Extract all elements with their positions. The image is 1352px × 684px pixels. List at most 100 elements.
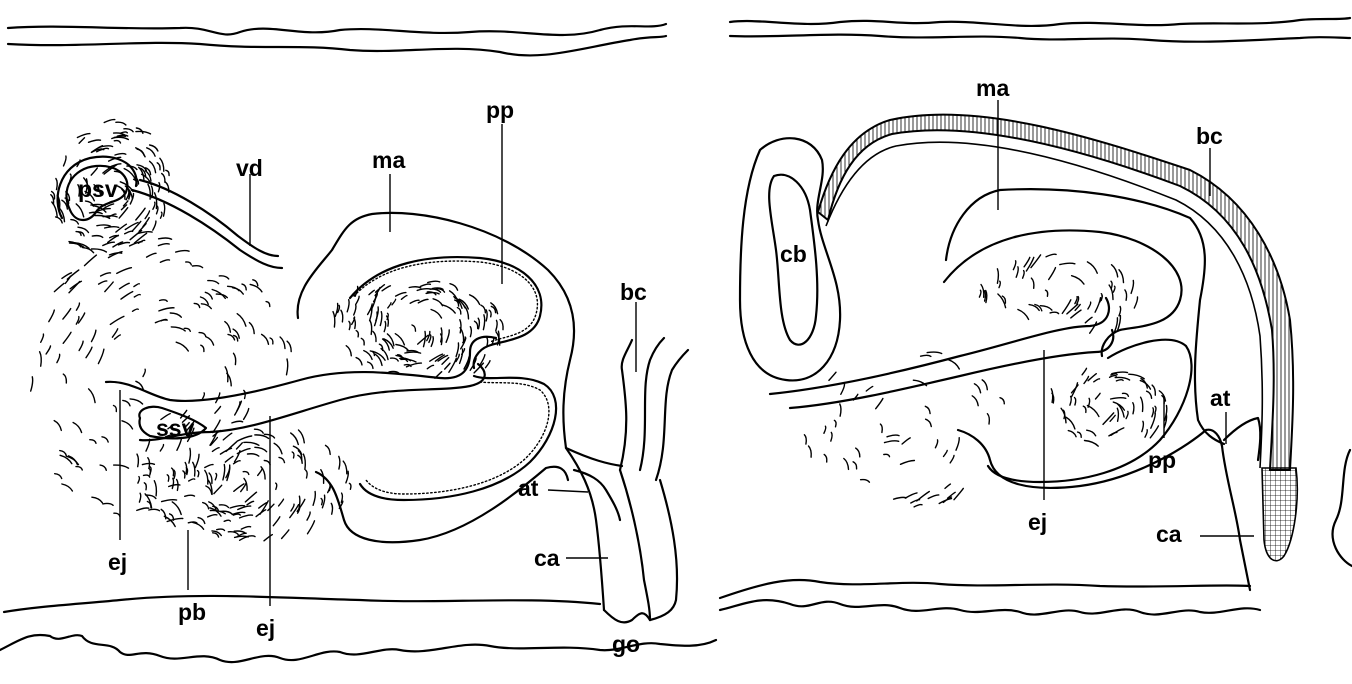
- tissue-stroke: [130, 399, 143, 404]
- right-edge-wall: [1333, 450, 1352, 566]
- tissue-stroke: [1119, 307, 1121, 316]
- tissue-stroke: [153, 221, 156, 230]
- tissue-stroke: [105, 227, 119, 228]
- tissue-stroke: [40, 352, 42, 367]
- tissue-stroke: [308, 521, 315, 534]
- tissue-stroke: [192, 522, 203, 529]
- tissue-stroke: [237, 436, 252, 441]
- tissue-stroke: [396, 345, 409, 351]
- tissue-stroke: [1049, 268, 1056, 280]
- tissue-stroke: [70, 281, 81, 289]
- tissue-stroke: [369, 290, 374, 294]
- tissue-stroke: [223, 433, 232, 440]
- tissue-stroke: [1046, 290, 1048, 296]
- tissue-stroke: [55, 474, 62, 479]
- tissue-stroke: [224, 520, 230, 521]
- tissue-stroke: [279, 457, 285, 462]
- tissue-stroke: [198, 471, 199, 477]
- tissue-stroke: [1068, 431, 1076, 437]
- tissue-stroke: [92, 497, 103, 503]
- tissue-stroke: [63, 309, 71, 320]
- tissue-stroke: [49, 310, 55, 322]
- tissue-stroke: [1095, 298, 1100, 313]
- tissue-stroke: [232, 421, 243, 423]
- tissue-stroke: [1090, 322, 1097, 333]
- tissue-stroke: [1078, 432, 1082, 437]
- tissue-stroke: [326, 445, 331, 454]
- bursal-canal-left-4: [620, 470, 650, 620]
- right-common-atrium: [1222, 446, 1250, 590]
- tissue-stroke: [120, 283, 130, 289]
- tissue-stroke: [92, 236, 102, 238]
- tissue-stroke: [195, 454, 199, 467]
- tissue-stroke: [1142, 421, 1144, 431]
- tissue-stroke: [103, 503, 113, 505]
- tissue-stroke: [950, 455, 954, 463]
- tissue-stroke: [1071, 310, 1081, 318]
- tissue-stroke: [77, 134, 90, 138]
- tissue-stroke: [331, 503, 332, 514]
- bursal-canal-grid: [1262, 468, 1297, 561]
- tissue-stroke: [205, 470, 208, 484]
- tissue-stroke: [223, 465, 225, 480]
- tissue-stroke: [1013, 261, 1015, 270]
- tissue-stroke: [136, 208, 145, 220]
- tissue-stroke: [99, 146, 112, 147]
- tissue-stroke: [91, 249, 106, 252]
- tissue-stroke: [54, 421, 61, 431]
- tissue-stroke: [368, 362, 373, 368]
- tissue-stroke: [273, 517, 280, 526]
- tissue-stroke: [41, 334, 44, 342]
- right-body-wall-top-inner: [730, 35, 1350, 42]
- label-ej-1: ej: [108, 549, 127, 575]
- tissue-stroke: [228, 532, 238, 535]
- tissue-stroke: [1116, 380, 1123, 381]
- tissue-stroke: [164, 203, 165, 216]
- tissue-stroke: [208, 515, 217, 517]
- tissue-stroke: [475, 321, 478, 328]
- tissue-stroke: [356, 296, 359, 304]
- tissue-stroke: [914, 505, 922, 507]
- label-psv: psv: [78, 176, 118, 202]
- tissue-stroke: [1155, 406, 1156, 413]
- tissue-stroke: [417, 289, 431, 291]
- tissue-stroke: [104, 120, 115, 123]
- tissue-stroke: [1072, 383, 1078, 397]
- tissue-stroke: [52, 202, 57, 217]
- tissue-stroke: [176, 251, 189, 253]
- label-ssv: ssv: [156, 415, 195, 441]
- tissue-stroke: [114, 137, 128, 139]
- tissue-stroke: [1026, 257, 1033, 271]
- atrium-fold: [574, 470, 620, 520]
- tissue-stroke: [291, 433, 299, 445]
- tissue-stroke: [925, 406, 930, 413]
- tissue-stroke: [115, 335, 121, 339]
- tissue-stroke: [226, 442, 237, 452]
- label-ej-2: ej: [256, 615, 275, 641]
- tissue-stroke: [279, 499, 284, 506]
- tissue-stroke: [247, 501, 254, 504]
- tissue-stroke: [1134, 297, 1137, 308]
- label-ej-right: ej: [1028, 509, 1047, 535]
- tissue-stroke: [445, 363, 450, 369]
- tissue-stroke: [159, 308, 174, 311]
- tissue-stroke: [287, 341, 291, 351]
- tissue-stroke: [201, 304, 211, 309]
- tissue-stroke: [138, 477, 140, 484]
- tissue-stroke: [144, 483, 146, 490]
- tissue-stroke: [225, 456, 233, 462]
- tissue-stroke: [349, 483, 351, 489]
- right-body-wall-bottom-outer: [720, 600, 1260, 614]
- tissue-stroke: [85, 255, 97, 266]
- tissue-stroke: [112, 329, 117, 337]
- bursal-canal-left-1: [620, 340, 632, 470]
- tissue-stroke: [198, 518, 205, 524]
- tissue-stroke: [89, 389, 96, 403]
- tissue-stroke: [266, 302, 270, 307]
- tissue-stroke: [147, 148, 155, 156]
- tissue-stroke: [240, 515, 253, 518]
- tissue-stroke: [233, 288, 244, 294]
- common-atrium: [566, 448, 604, 610]
- tissue-stroke: [148, 184, 150, 199]
- tissue-stroke: [894, 497, 907, 499]
